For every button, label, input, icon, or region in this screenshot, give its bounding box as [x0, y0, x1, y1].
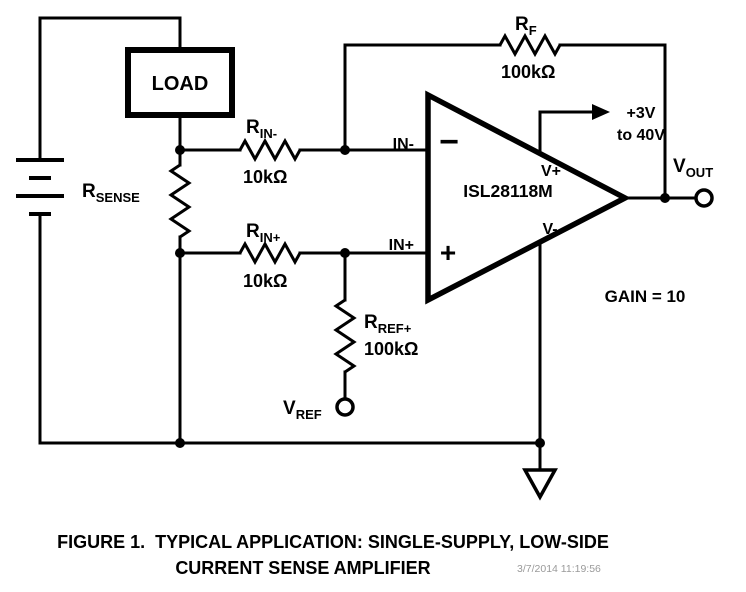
junction-dots [175, 145, 670, 448]
opamp-vminus-pin-label: V- [542, 221, 557, 238]
r-in-plus-label: RIN+ [246, 221, 281, 245]
r-in-plus-value: 10kΩ [243, 271, 287, 291]
supply-voltage-line1: +3V [627, 105, 656, 122]
r-in-minus-label: RIN- [246, 117, 277, 141]
wire-vplus-stub [538, 110, 594, 160]
resistor-rf [498, 32, 562, 58]
v-ref-label: VREF [283, 398, 322, 422]
wire-battery-to-load-top [38, 16, 182, 162]
resistor-rin-minus [238, 137, 302, 163]
opamp-plus-sign: + [440, 237, 456, 268]
supply-arrow-icon [592, 104, 610, 120]
timestamp-watermark: 3/7/2014 11:19:56 [517, 563, 601, 575]
junction-dot [340, 145, 350, 155]
opamp-triangle [425, 90, 631, 305]
vout-terminal [694, 188, 714, 208]
junction-dot [340, 248, 350, 258]
vref-terminal [335, 397, 355, 417]
junction-dot [175, 145, 185, 155]
load-label: LOAD [152, 73, 209, 95]
r-ref-value: 100kΩ [364, 339, 418, 359]
opamp-minus-sign: − [439, 123, 459, 161]
gain-label: GAIN = 10 [605, 287, 686, 306]
r-sense-label: RSENSE [82, 181, 140, 205]
opamp-vplus-pin-label: V+ [541, 163, 561, 180]
ground-icon [522, 468, 558, 501]
battery-symbol [16, 158, 64, 216]
figure-caption-line1: FIGURE 1. TYPICAL APPLICATION: SINGLE-SU… [57, 532, 609, 552]
wire-battery-to-ground-rail [38, 212, 542, 445]
wire-feedback-right [558, 43, 667, 200]
r-f-value: 100kΩ [501, 62, 555, 82]
v-out-label: VOUT [673, 156, 713, 180]
r-in-minus-value: 10kΩ [243, 167, 287, 187]
load-box [125, 47, 235, 118]
junction-dot [660, 193, 670, 203]
wire-feedback-left [343, 43, 502, 152]
resistor-rsense [168, 163, 192, 239]
r-f-label: RF [515, 14, 537, 38]
junction-dot [535, 438, 545, 448]
junction-dot [175, 248, 185, 258]
in-plus-pin-label: IN+ [389, 237, 414, 254]
opamp-part-number: ISL28118M [463, 181, 553, 201]
figure-caption-line2: CURRENT SENSE AMPLIFIER [175, 558, 430, 578]
resistor-rref [333, 298, 357, 374]
wires [38, 16, 698, 472]
in-minus-pin-label: IN- [393, 136, 414, 153]
junction-dot [175, 438, 185, 448]
r-ref-label: RREF+ [364, 312, 412, 336]
supply-voltage-line2: to 40V [617, 127, 665, 144]
resistor-rin-plus [238, 240, 302, 266]
